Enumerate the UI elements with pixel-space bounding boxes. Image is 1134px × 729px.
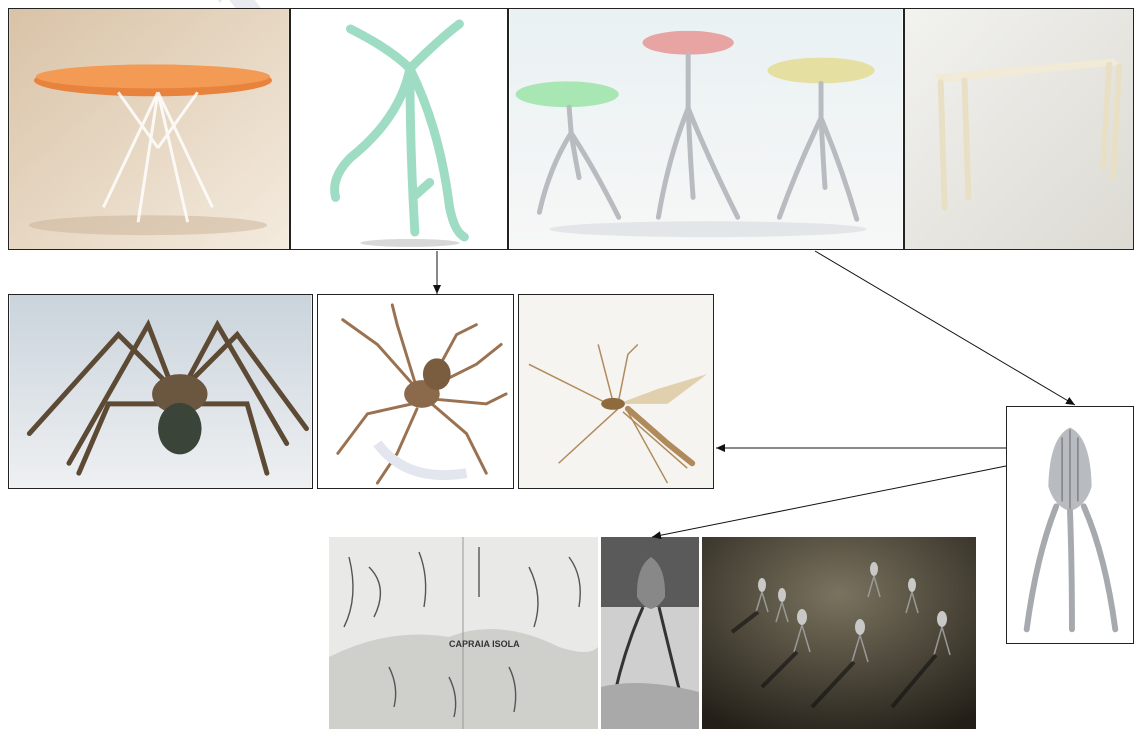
console-cream-image [904, 8, 1134, 250]
martian-tripod-illustration [601, 537, 699, 729]
console-cream-illustration [905, 9, 1133, 249]
juicer-group-illustration [702, 537, 976, 729]
spider-house-image [317, 294, 514, 489]
spider-house-illustration [318, 295, 513, 488]
stools-three-image [508, 8, 904, 250]
sketches-illustration: CAPRAIA ISOLA [329, 537, 598, 729]
table-orange-illustration [9, 9, 289, 249]
stools-three-illustration [509, 9, 903, 249]
chair-branch-illustration [291, 9, 507, 249]
spider-large-illustration [9, 295, 312, 488]
table-orange-image [8, 8, 290, 250]
crane-fly-illustration [519, 295, 713, 488]
crane-fly-image [518, 294, 714, 489]
arrow-stools-to-juicer [815, 251, 1075, 405]
juicer-illustration [1007, 407, 1133, 643]
sketch-caption: CAPRAIA ISOLA [449, 639, 520, 649]
juicer-image [1006, 406, 1134, 644]
martian-tripod-image [601, 537, 699, 729]
juicer-group-image [702, 537, 976, 729]
chair-branch-image [290, 8, 508, 250]
sketches-image: CAPRAIA ISOLA [329, 537, 598, 729]
spider-large-image [8, 294, 313, 489]
